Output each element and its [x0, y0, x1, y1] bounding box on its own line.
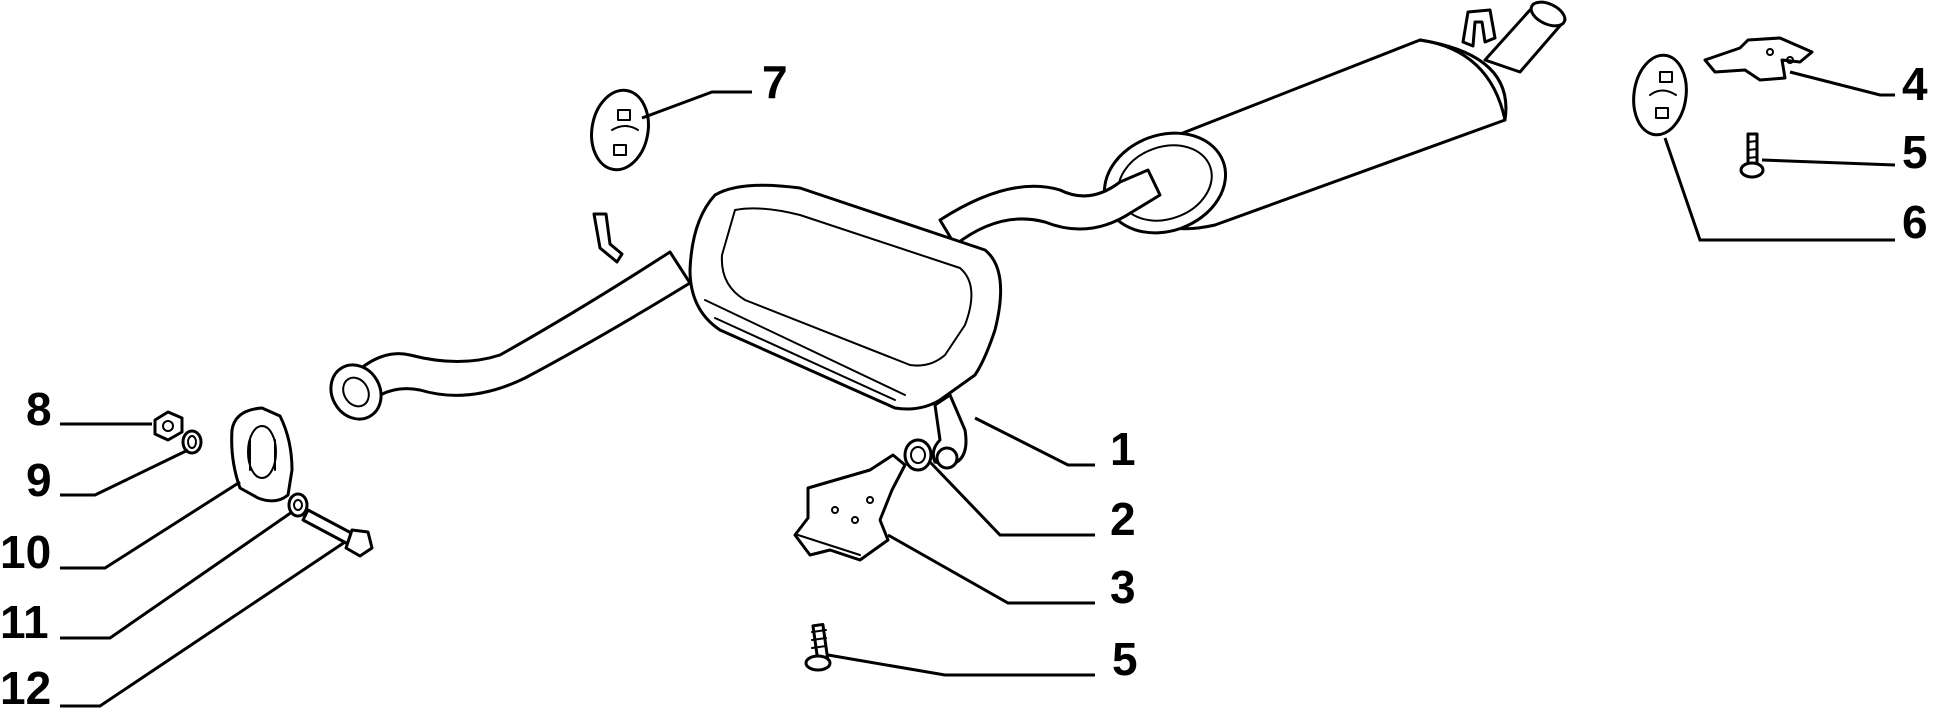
callout-8: 8	[26, 383, 52, 435]
callout-6: 6	[1902, 196, 1928, 248]
leader-11	[60, 510, 293, 640]
leader-6	[1663, 137, 1895, 242]
leader-9	[60, 448, 189, 497]
callout-9: 9	[26, 454, 52, 506]
intermediate-pipe	[938, 168, 1162, 247]
nut	[153, 410, 184, 442]
front-pipe	[329, 212, 692, 421]
callout-5-bottom: 5	[1112, 633, 1138, 685]
callout-7: 7	[762, 56, 788, 108]
callout-12: 12	[0, 662, 51, 708]
callout-labels: 1 2 3 4 5 6 7 5 8 9 10 11 12	[0, 56, 1928, 713]
leader-10	[60, 480, 241, 570]
rubber-mount-6	[1632, 53, 1688, 137]
rear-silencer	[1102, 0, 1567, 235]
rubber-mount-7	[590, 88, 650, 172]
leader-lines	[60, 70, 1896, 708]
leader-4	[1789, 70, 1895, 97]
seal-ring	[903, 438, 933, 472]
leader-5-bottom	[827, 653, 1095, 677]
leader-1	[974, 416, 1095, 467]
callout-1: 1	[1110, 423, 1136, 475]
mounting-bracket	[793, 453, 907, 562]
callout-3: 3	[1110, 561, 1136, 613]
washer	[287, 492, 309, 518]
spring-washer	[181, 429, 203, 455]
leader-2	[928, 460, 1095, 537]
leader-7	[641, 90, 752, 120]
callout-5-right: 5	[1902, 126, 1928, 178]
callout-10: 10	[0, 526, 51, 578]
callout-11: 11	[0, 596, 49, 648]
bolt-bottom	[804, 622, 832, 672]
callout-2: 2	[1110, 493, 1136, 545]
leader-12	[60, 540, 346, 708]
bolt-right	[1739, 132, 1765, 179]
leader-5-right	[1761, 158, 1896, 167]
callout-4: 4	[1902, 58, 1928, 110]
hanger-bracket-4	[1703, 36, 1814, 82]
leader-3	[887, 533, 1095, 605]
long-bolt	[301, 508, 374, 558]
flange-clamp	[230, 406, 294, 503]
front-silencer-box	[688, 183, 1003, 470]
